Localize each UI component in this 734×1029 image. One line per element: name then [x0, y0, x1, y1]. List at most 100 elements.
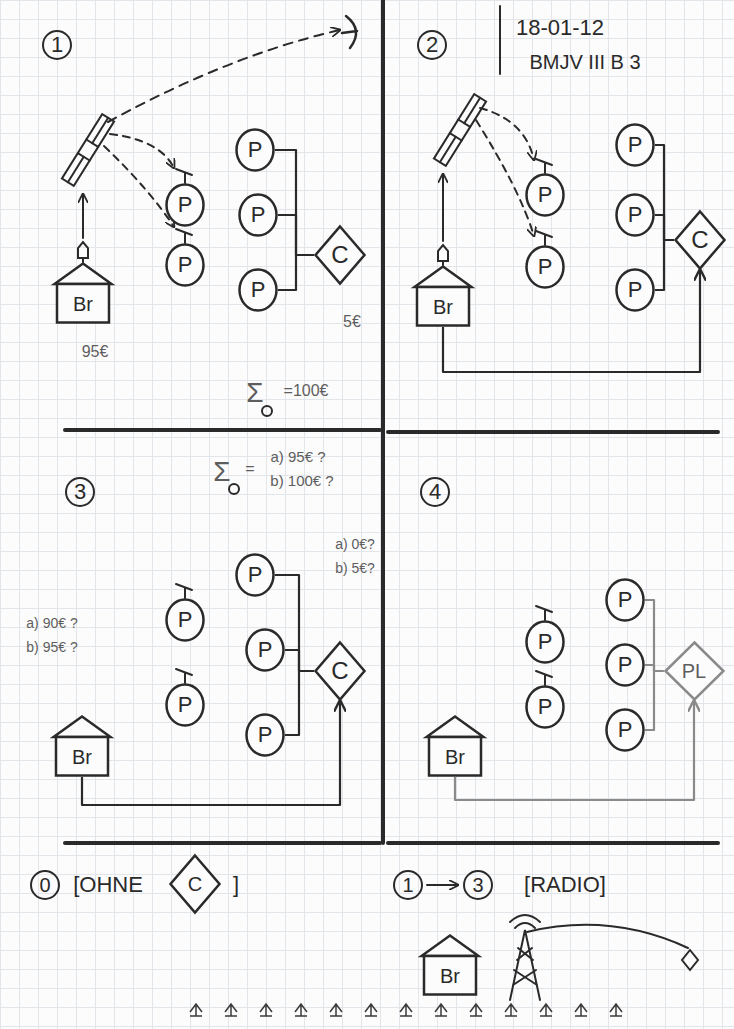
node-label: Br: [433, 296, 453, 318]
circle-outline: [617, 270, 654, 311]
node-label: Br: [72, 746, 92, 768]
house-node: Br: [420, 934, 480, 996]
bus-line: [645, 600, 664, 671]
note-label: 5€: [343, 313, 361, 331]
circle-outline: [240, 270, 277, 311]
note-label: a) 0€?: [335, 537, 375, 552]
radio-tower: [510, 915, 540, 1000]
note-label: BMJV III B 3: [529, 51, 640, 73]
participant-circle: P: [238, 193, 278, 237]
participant-circle: P: [238, 268, 278, 312]
bus-line: [655, 215, 674, 240]
satellite-symbol: [434, 94, 486, 166]
node-label: P: [628, 133, 643, 157]
footer-icons: [190, 1004, 622, 1016]
circle-outline: [167, 685, 204, 726]
house-node: Br: [53, 262, 113, 324]
node-label: P: [538, 255, 553, 279]
flow-arrow: [82, 701, 340, 805]
node-label: P: [628, 203, 643, 227]
participant-circle: P: [525, 685, 565, 729]
circle-outline: [237, 130, 274, 171]
broadcast-arrow: [108, 30, 340, 122]
participant-circle: P: [525, 620, 565, 664]
circle-outline: [617, 125, 654, 166]
node-label: P: [258, 638, 273, 662]
circle-outline: [607, 580, 644, 621]
note-label: [RADIO]: [524, 873, 606, 897]
radio-wave-link: [527, 925, 688, 948]
dish-symbol: [536, 671, 552, 685]
node-label: PL: [682, 660, 706, 682]
decision-diamond: C: [674, 210, 726, 270]
dish-symbol: [536, 606, 552, 620]
circle-outline: [240, 195, 277, 236]
participant-circle: P: [245, 713, 285, 757]
node-label: P: [618, 588, 633, 612]
dish-symbol: [536, 231, 552, 245]
note-label: a) 90€ ?: [26, 616, 77, 631]
note-label: =100€: [284, 382, 329, 400]
panel-divider: [381, 0, 385, 843]
uplink-arrow: [442, 174, 444, 241]
circle-outline: [237, 555, 274, 596]
broadcast-arrow: [104, 146, 174, 227]
broadcast-arrow: [110, 134, 174, 168]
participant-circle: P: [165, 598, 205, 642]
participant-circle: P: [235, 553, 275, 597]
bus-line: [655, 145, 674, 240]
node-label: P: [538, 183, 553, 207]
circle-outline: [247, 715, 284, 756]
node-label: P: [258, 723, 273, 747]
node-label: P: [618, 653, 633, 677]
bus-line: [285, 650, 314, 671]
house-body: [57, 284, 109, 323]
note-label: Σ: [246, 378, 263, 409]
participant-circle: P: [165, 683, 205, 727]
dish-symbol: [342, 16, 357, 48]
circle-outline: [527, 175, 564, 216]
node-label: P: [178, 193, 193, 217]
participant-circle: P: [165, 183, 205, 227]
house-roof: [427, 717, 484, 738]
note-label: 18-01-12: [516, 16, 604, 40]
note-label: ]: [233, 873, 239, 897]
broadcast-arrow: [480, 108, 534, 160]
node-label: P: [251, 203, 266, 227]
participant-circle: P: [605, 708, 645, 752]
decision-diamond: C: [169, 854, 221, 914]
node-label: P: [628, 278, 643, 302]
receiver-symbol: [682, 950, 698, 970]
participant-circle: P: [525, 173, 565, 217]
flow-arrow: [443, 270, 700, 372]
house-roof: [54, 717, 111, 738]
bus-line: [275, 150, 314, 255]
circle-outline: [167, 245, 204, 286]
panel-divider: [388, 841, 718, 845]
antenna-symbol: [438, 245, 448, 265]
diamond-outline: [316, 643, 365, 700]
participant-circle: P: [525, 245, 565, 289]
circle-outline: [527, 622, 564, 663]
circle-outline: [247, 630, 284, 671]
bus-line: [285, 671, 314, 735]
decision-diamond: PL: [664, 641, 725, 701]
node-label: P: [248, 563, 263, 587]
diamond-outline: [316, 227, 365, 284]
decision-diamond: C: [314, 641, 366, 701]
participant-circle: P: [615, 123, 655, 167]
range-arrow: [427, 884, 458, 886]
circle-outline: [527, 247, 564, 288]
dish-symbol: [176, 584, 192, 598]
note-label: 95€: [82, 343, 109, 361]
node-label: P: [178, 693, 193, 717]
house-roof: [415, 267, 472, 288]
callout-number: 0: [30, 870, 60, 900]
diamond-outline: [171, 856, 220, 913]
circle-outline: [607, 710, 644, 751]
node-label: Br: [440, 965, 460, 987]
node-label: P: [538, 630, 553, 654]
broadcast-arrow: [476, 120, 534, 236]
node-label: P: [178, 253, 193, 277]
diamond-outline: [665, 643, 723, 700]
